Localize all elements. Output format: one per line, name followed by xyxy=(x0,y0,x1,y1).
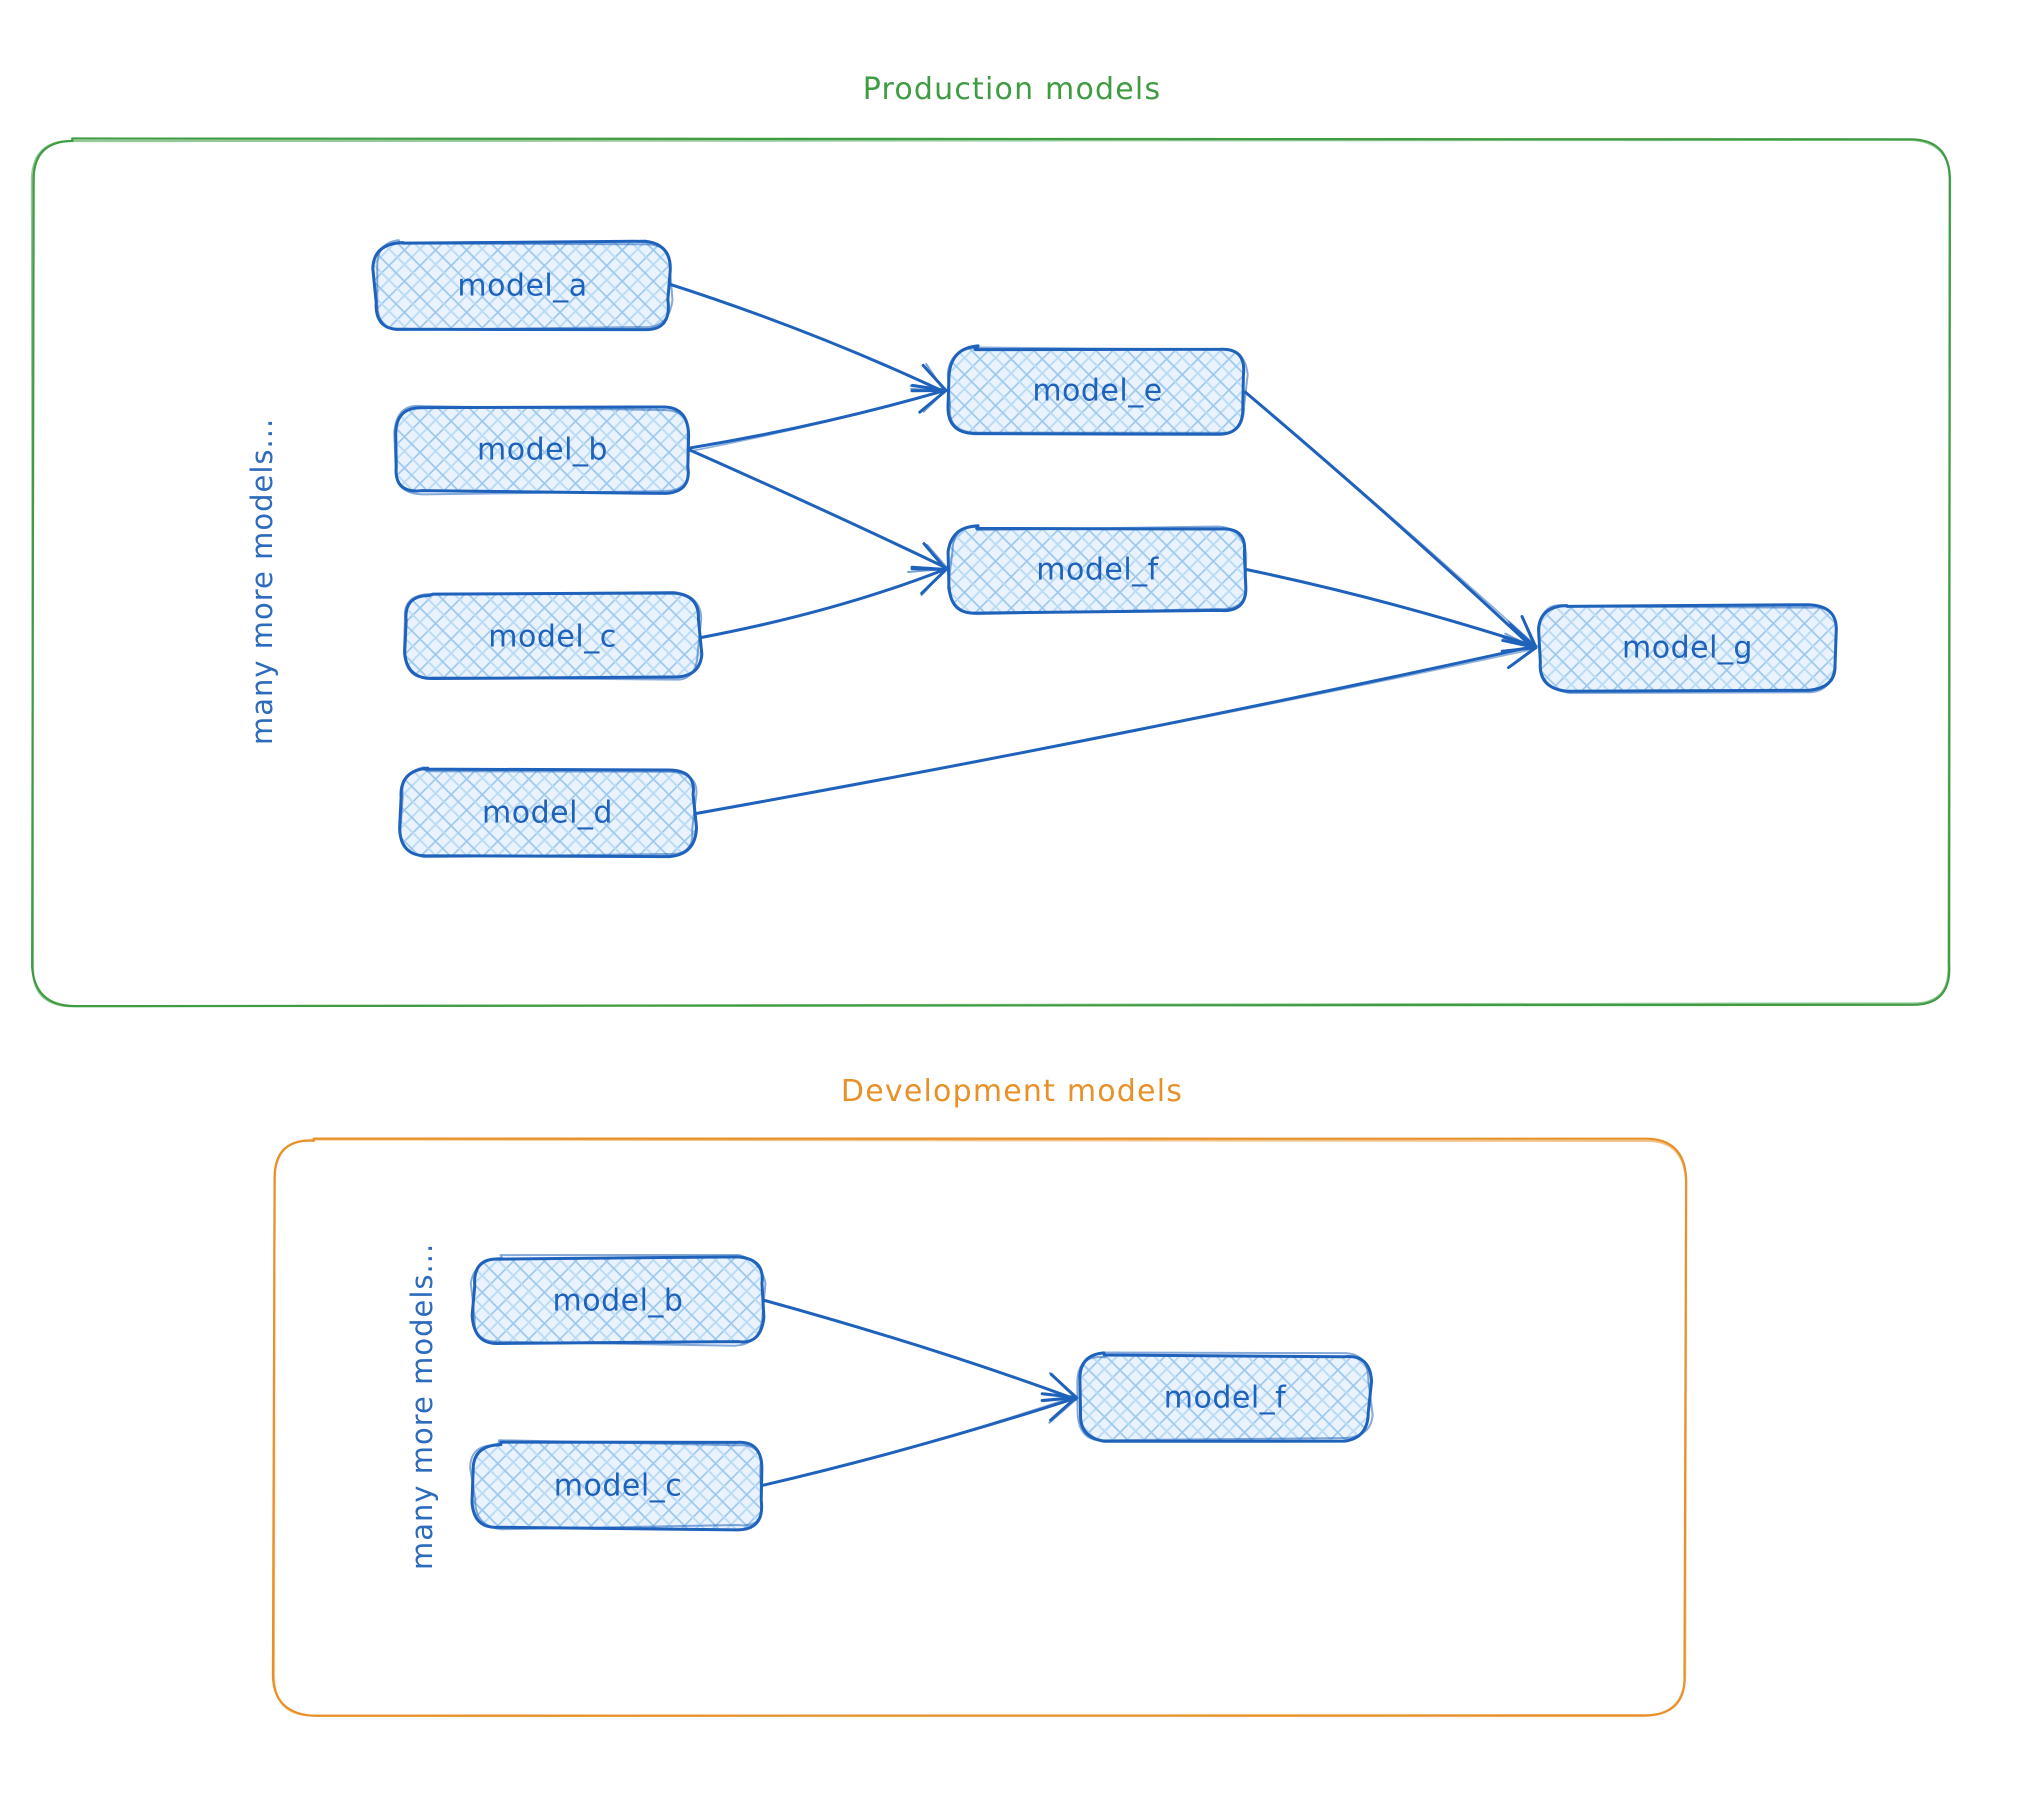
node-p_model_a[interactable] xyxy=(371,239,674,332)
edge-p_model_b-to-p_model_f xyxy=(688,448,949,574)
edge-d_model_b-to-d_model_f xyxy=(760,1298,1079,1403)
edge-p_model_d-to-p_model_g xyxy=(692,636,1538,816)
edge-p_model_a-to-p_model_e xyxy=(666,282,948,394)
node-p_model_g[interactable] xyxy=(1537,603,1838,694)
edges-layer xyxy=(666,282,1538,1488)
node-d_model_c[interactable] xyxy=(469,1439,764,1532)
edge-p_model_e-to-p_model_g xyxy=(1243,390,1538,651)
group-container-production xyxy=(30,137,1952,1008)
production-side-note: many more models... xyxy=(245,417,279,745)
node-p_model_b[interactable] xyxy=(393,404,691,496)
node-d_model_f[interactable] xyxy=(1076,1351,1374,1443)
edge-d_model_c-to-d_model_f xyxy=(760,1392,1078,1488)
development-side-note: many more models... xyxy=(405,1242,439,1570)
group-container-development xyxy=(271,1137,1688,1718)
node-p_model_d[interactable] xyxy=(398,766,698,859)
group-containers xyxy=(30,137,1952,1718)
production-group-title: Production models xyxy=(862,72,1162,107)
development-group-title: Development models xyxy=(840,1074,1184,1109)
nodes-layer xyxy=(371,239,1838,1532)
node-p_model_c[interactable] xyxy=(402,590,704,681)
edge-p_model_b-to-p_model_e xyxy=(688,383,948,453)
node-d_model_b[interactable] xyxy=(469,1253,767,1347)
edge-p_model_c-to-p_model_f xyxy=(698,565,948,640)
node-p_model_e[interactable] xyxy=(946,344,1249,436)
node-p_model_f[interactable] xyxy=(946,523,1248,616)
